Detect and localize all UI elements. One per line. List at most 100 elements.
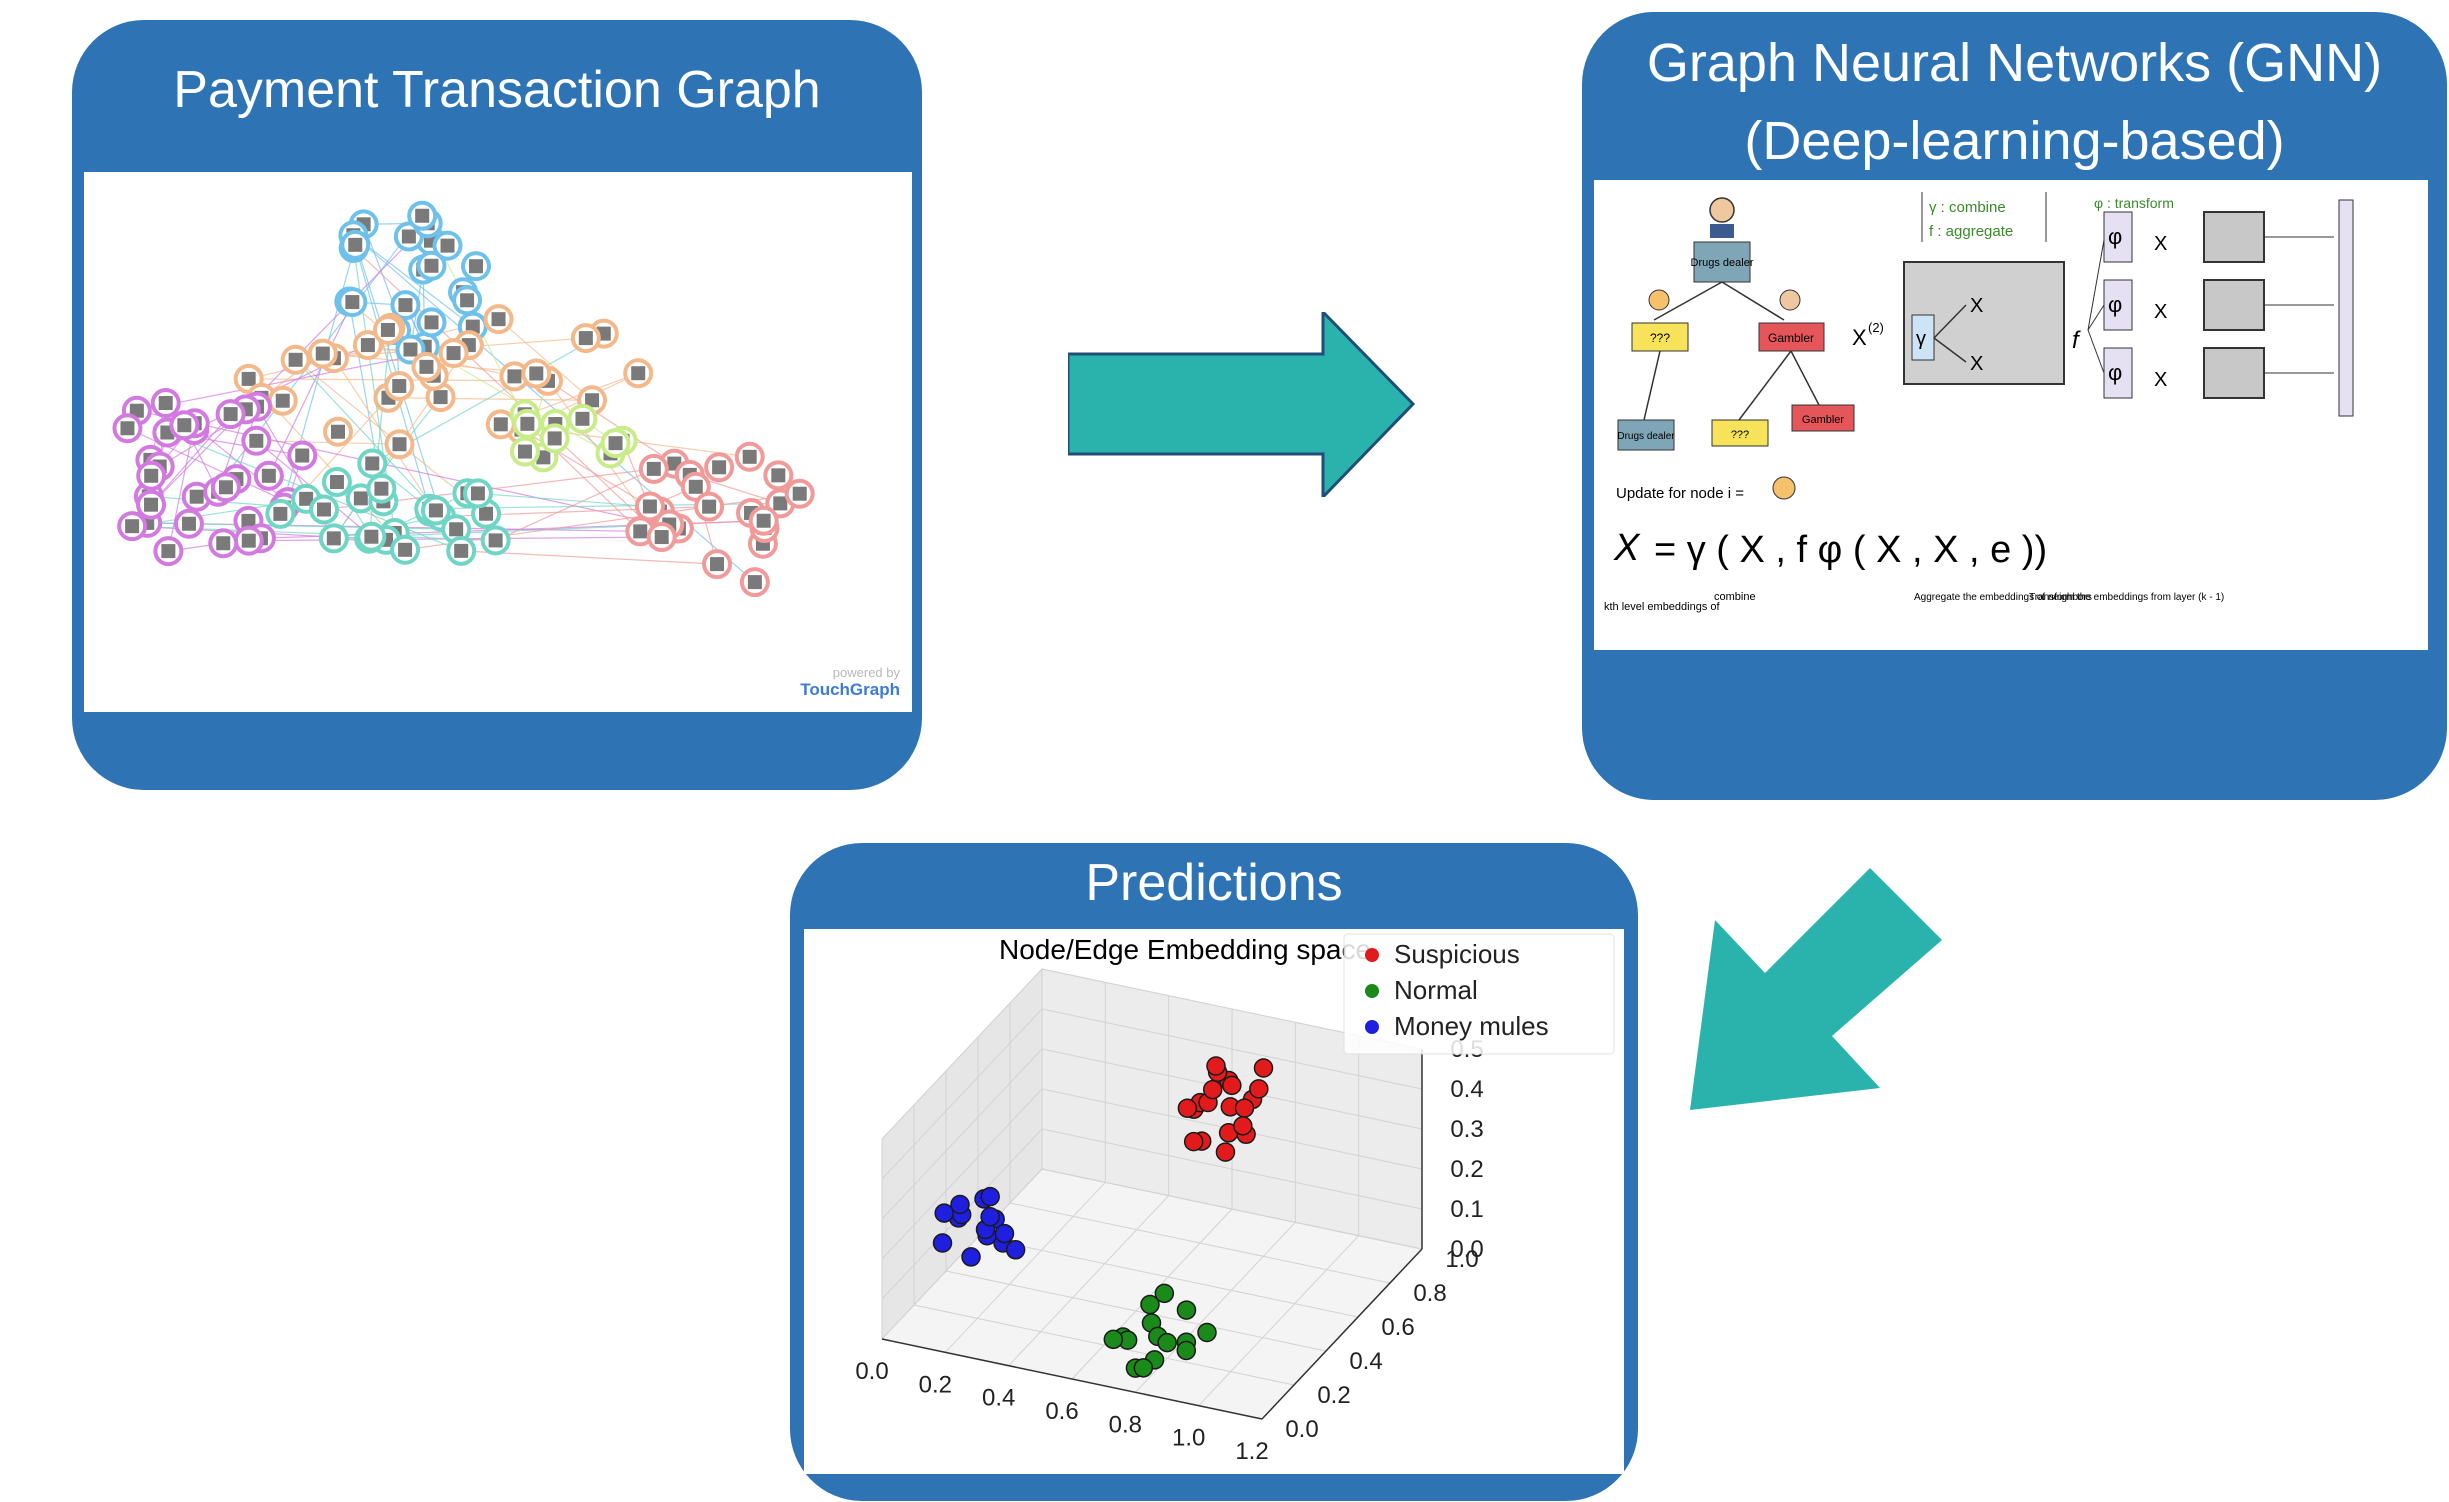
svg-text:X: X — [2154, 369, 2167, 391]
x-tick-label: 1.2 — [1235, 1438, 1268, 1465]
graph-node — [462, 478, 493, 509]
graph-node — [337, 287, 368, 318]
scatter-point — [1183, 1131, 1204, 1152]
graph-node — [265, 498, 296, 529]
graph-node — [340, 229, 371, 260]
graph-node — [704, 452, 735, 483]
graph-edge — [167, 423, 196, 552]
y-tick-label: 0.0 — [1285, 1416, 1318, 1443]
scatter-point — [950, 1194, 970, 1215]
update-equation: X — [1613, 527, 1641, 569]
transaction-network-graph — [112, 200, 815, 598]
predictions-card: Predictions Node/Edge Embedding space 0.… — [790, 843, 1638, 1501]
legend-marker — [1365, 984, 1379, 998]
graph-edge — [150, 413, 232, 506]
payment-graph-title: Payment Transaction Graph — [173, 61, 821, 119]
gnn-title-line1: Graph Neural Networks (GNN) — [1646, 33, 2383, 93]
graph-node — [112, 413, 143, 444]
grid-line — [944, 1181, 1106, 1353]
gnn-card: Graph Neural Networks (GNN) (Deep-learni… — [1582, 12, 2447, 800]
combine-block — [1903, 261, 2065, 385]
graph-node — [509, 436, 540, 467]
graph-node — [253, 460, 284, 491]
x1-label: X — [1970, 295, 1983, 317]
graph-node — [600, 428, 631, 459]
y-tick-label: 1.0 — [1445, 1246, 1478, 1273]
graph-node — [323, 416, 354, 447]
graph-node — [680, 471, 711, 502]
graph-node — [356, 521, 387, 552]
graph-node — [763, 460, 794, 491]
scatter-point — [1197, 1322, 1217, 1343]
graph-node — [438, 338, 469, 369]
graph-node — [233, 525, 264, 556]
graph-node — [384, 370, 415, 401]
graph-node — [287, 440, 318, 471]
gnn-title-line2: (Deep-learning-based) — [1744, 111, 2285, 171]
graph-node — [521, 358, 552, 389]
graph-node — [366, 473, 397, 504]
scatter-point — [1103, 1329, 1124, 1350]
grid-line — [1041, 1128, 1423, 1210]
gnn-diagram-panel: Drugs dealer ??? Gambler Drugs dealer ??… — [1594, 180, 2428, 650]
predictions-title: Predictions — [1085, 854, 1343, 912]
grid-line — [1009, 1202, 1391, 1284]
graph-node — [420, 495, 451, 526]
grid-line — [1041, 1008, 1423, 1090]
scatter-point — [1233, 1116, 1253, 1136]
phi-column: φ φ φ X X X — [2087, 199, 2354, 417]
scatter-point — [1222, 1075, 1242, 1096]
scatter-point — [1133, 1358, 1154, 1378]
tree-left-label: ??? — [1650, 331, 1670, 345]
grid-line — [1041, 1168, 1423, 1250]
grid-line — [1198, 1235, 1360, 1407]
grid-line — [913, 1304, 1295, 1386]
xn-label: X — [1970, 353, 1983, 375]
graph-node — [634, 491, 665, 522]
scatter-point — [932, 1233, 953, 1253]
graph-node — [321, 467, 352, 498]
scatter-point — [1177, 1098, 1198, 1118]
graph-node — [452, 285, 483, 316]
tree-left-box — [1631, 322, 1689, 352]
f-symbol: f — [2072, 327, 2081, 354]
grid-line — [881, 1008, 1043, 1180]
tree-rl-box — [1711, 419, 1769, 447]
x-tick-label: 0.4 — [982, 1385, 1015, 1412]
update-label: Update for node i = — [1616, 485, 1744, 502]
graph-edge — [547, 380, 675, 465]
z-tick-label: 0.3 — [1450, 1116, 1483, 1143]
transform-legend: φ : transform — [2094, 195, 2174, 211]
x2-superscript: (2) — [1868, 320, 1884, 335]
graph-node — [390, 290, 421, 321]
scatter-point — [1234, 1098, 1255, 1118]
graph-node — [153, 536, 184, 567]
svg-text:X: X — [2154, 301, 2167, 323]
graph-node — [215, 399, 246, 430]
legend-label: Normal — [1394, 975, 1478, 1005]
legend-label: Money mules — [1394, 1011, 1549, 1041]
graph-node — [136, 489, 167, 520]
graph-node — [694, 491, 725, 522]
graph-edge — [498, 318, 593, 401]
aggregate-legend: f : aggregate — [1929, 223, 2013, 240]
graph-node — [623, 358, 654, 389]
tree-rr-label: Gambler — [1802, 414, 1845, 426]
person-icon — [1779, 289, 1801, 311]
graph-node — [280, 344, 311, 375]
transaction-graph-panel: powered by TouchGraph — [84, 172, 912, 712]
scatter-point — [980, 1186, 1000, 1207]
grid-line — [977, 1236, 1359, 1318]
scatter-point — [1157, 1332, 1177, 1353]
y-tick-label: 0.8 — [1413, 1280, 1446, 1307]
graph-node — [169, 410, 200, 441]
x-tick-label: 0.0 — [855, 1358, 888, 1385]
graph-node — [307, 338, 338, 369]
x-tick-label: 0.8 — [1109, 1411, 1142, 1438]
graph-node — [407, 200, 438, 231]
graph-node — [390, 534, 421, 565]
graph-node — [446, 535, 477, 566]
gnn-diagram: Drugs dealer ??? Gambler Drugs dealer ??… — [1604, 192, 2354, 613]
